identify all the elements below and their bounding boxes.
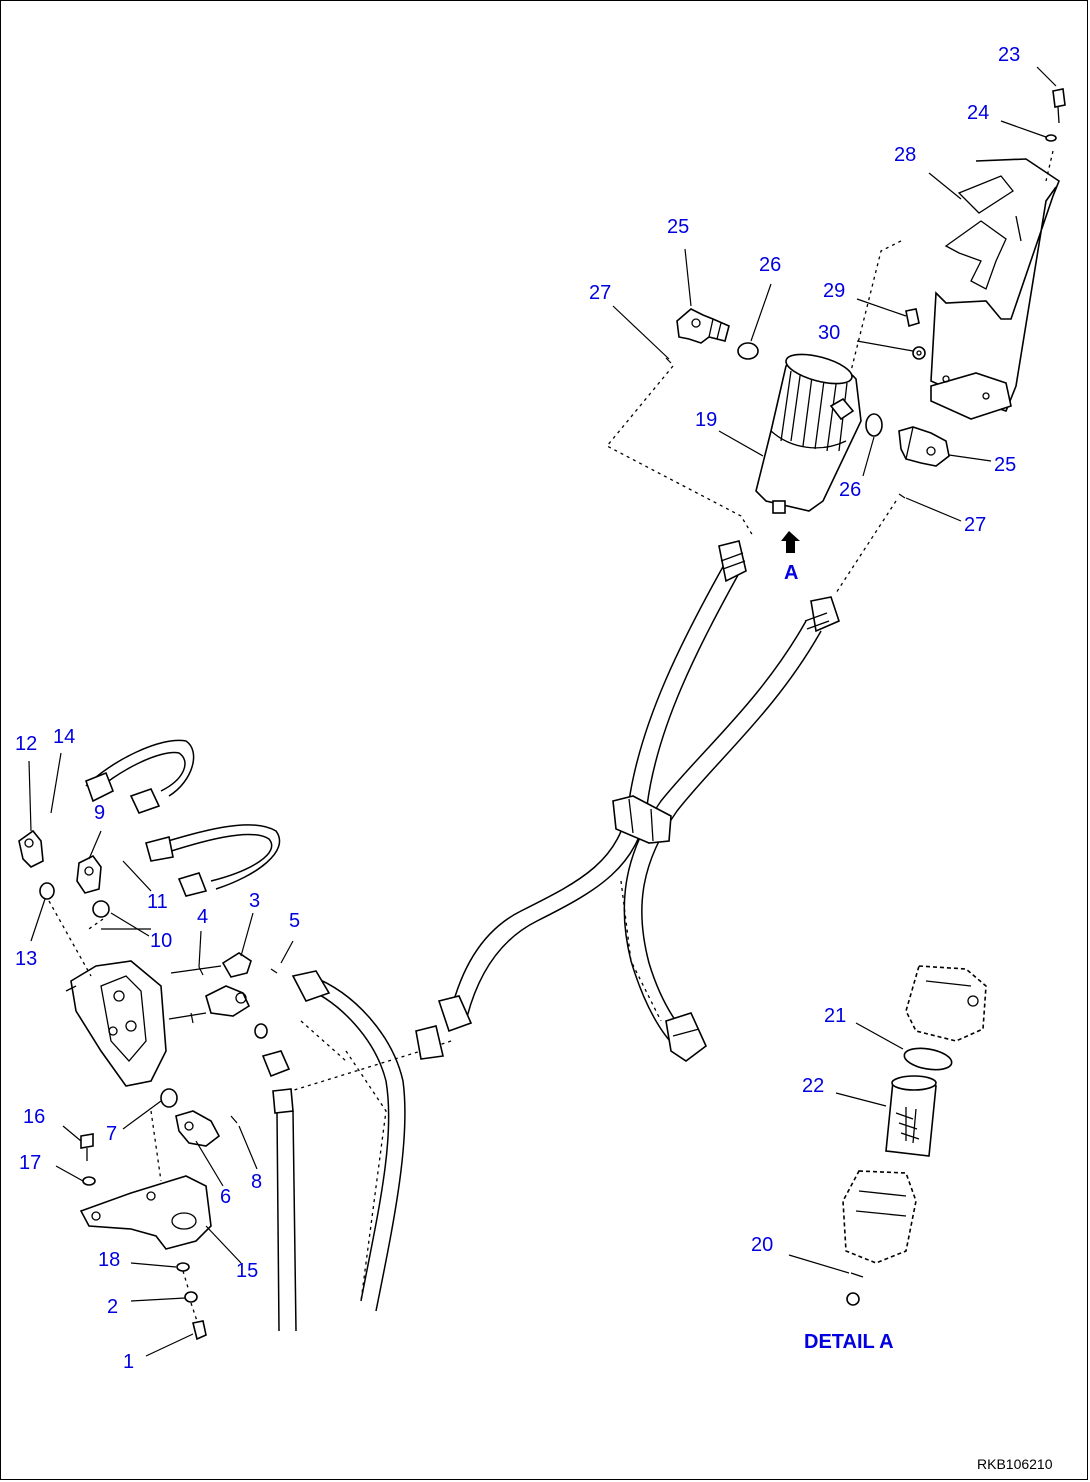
bolt-1 <box>192 1320 207 1341</box>
fitting-3 <box>221 952 252 978</box>
callout-4: 4 <box>197 906 208 928</box>
callout-22: 22 <box>802 1075 824 1097</box>
callout-28: 28 <box>894 144 916 166</box>
washer-17 <box>82 1176 96 1186</box>
hose-loop-top <box>84 739 195 814</box>
callout-29: 29 <box>823 280 845 302</box>
bolt-23 <box>1052 88 1066 124</box>
hose-upper-right <box>623 596 840 1062</box>
detail-a-caption: DETAIL A <box>804 1331 894 1353</box>
washer-30 <box>912 346 926 360</box>
detail-a-housing <box>905 965 987 1042</box>
callout-9: 9 <box>94 802 105 824</box>
nut-18 <box>176 1262 190 1272</box>
callout-13: 13 <box>15 948 37 970</box>
callout-17: 17 <box>19 1152 41 1174</box>
callout-25b: 25 <box>994 454 1016 476</box>
callout-7: 7 <box>106 1123 117 1145</box>
callout-5: 5 <box>289 910 300 932</box>
detail-a-bowl <box>842 1170 917 1264</box>
hose-upper-left <box>450 540 747 1018</box>
callout-14: 14 <box>53 726 75 748</box>
callout-23: 23 <box>998 44 1020 66</box>
bolt-29 <box>905 308 920 328</box>
element-22 <box>885 1075 937 1157</box>
hose-loop-mid <box>145 824 281 897</box>
valve-block <box>65 960 167 1087</box>
callout-8: 8 <box>251 1171 262 1193</box>
o-ring-21 <box>903 1047 953 1071</box>
o-ring-10 <box>92 900 110 918</box>
bracket-15 <box>79 1175 212 1250</box>
hose-clamp <box>612 795 672 844</box>
callout-25a: 25 <box>667 216 689 238</box>
filter-19 <box>755 353 862 514</box>
fitting-6 <box>175 1110 221 1147</box>
callout-12: 12 <box>15 733 37 755</box>
o-ring-26a <box>737 342 759 360</box>
callout-27a: 27 <box>589 282 611 304</box>
washer-24 <box>1045 134 1057 142</box>
callout-11: 11 <box>147 891 168 913</box>
fitting-25b <box>898 426 950 467</box>
view-a-label: A <box>784 562 798 584</box>
o-ring-small <box>254 1023 268 1039</box>
callout-20: 20 <box>751 1234 773 1256</box>
callout-26b: 26 <box>839 479 861 501</box>
fitting-25a <box>676 308 730 344</box>
callout-1: 1 <box>123 1351 134 1373</box>
nut-2 <box>184 1291 198 1303</box>
callout-2: 2 <box>107 1296 118 1318</box>
callout-15: 15 <box>236 1260 258 1282</box>
hose-center-down <box>291 970 473 1312</box>
drain-plug <box>846 1292 860 1306</box>
callout-26a: 26 <box>759 254 781 276</box>
leader-lines <box>28 66 1057 1357</box>
callout-27b: 27 <box>964 514 986 536</box>
callout-24: 24 <box>967 102 989 124</box>
drawing-reference-code: RKB106210 <box>977 1456 1053 1472</box>
fitting-9 <box>76 854 102 894</box>
o-ring-13 <box>39 882 55 900</box>
callout-3: 3 <box>249 890 260 912</box>
callout-6: 6 <box>220 1186 231 1208</box>
o-ring-7 <box>160 1088 178 1108</box>
callouts: 23 24 28 25 26 27 29 30 19 25 26 27 A 12… <box>15 44 1020 1373</box>
o-ring-26b <box>865 413 883 437</box>
callout-30: 30 <box>818 322 840 344</box>
view-arrow-a <box>781 531 800 553</box>
vertical-tube <box>272 1088 297 1332</box>
callout-19: 19 <box>695 409 717 431</box>
callout-16: 16 <box>23 1106 45 1128</box>
callout-18: 18 <box>98 1249 120 1271</box>
bolt-16 <box>80 1133 94 1161</box>
fitting-12 <box>18 829 44 868</box>
callout-10: 10 <box>150 930 172 952</box>
plug-20 <box>850 1272 864 1278</box>
mounting-bracket <box>930 158 1060 420</box>
elbow-fitting <box>205 985 251 1017</box>
callout-21: 21 <box>824 1005 846 1027</box>
